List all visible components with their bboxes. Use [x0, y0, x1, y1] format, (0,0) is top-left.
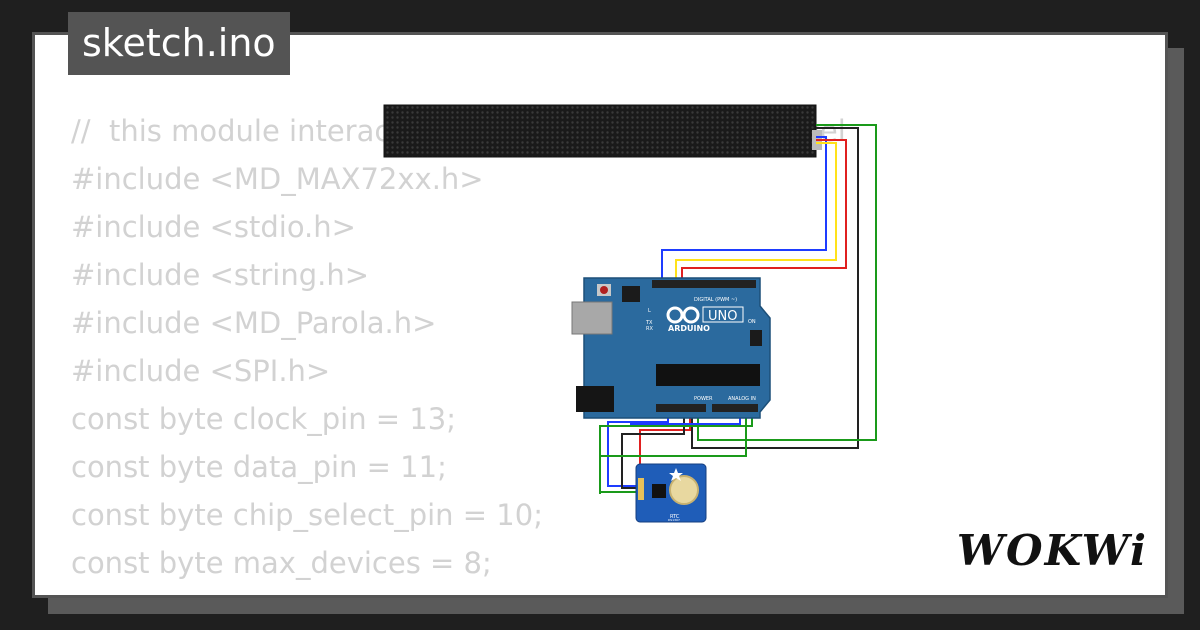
on-label: ON [748, 319, 756, 325]
rtc-label: RTC [670, 514, 680, 520]
wire-yellow-matrix [675, 142, 837, 282]
icsp-header [622, 286, 640, 302]
led-matrix-display[interactable] [383, 104, 822, 158]
coin-cell-battery [669, 475, 699, 505]
wire-green-rtc-2 [599, 412, 747, 494]
atmega-chip [656, 364, 760, 386]
arduino-logo [666, 306, 700, 324]
code-line-11: #include <Wire.h> [71, 587, 846, 595]
file-name-tab: sketch.ino [68, 12, 290, 75]
wire-red-matrix [681, 139, 847, 282]
code-line-4: #include <string.h> [71, 258, 370, 292]
code-line-9: const byte chip_select_pin = 10; [71, 498, 543, 532]
code-line-3: #include <stdio.h> [71, 210, 356, 244]
analog-label: ANALOG IN [728, 396, 756, 402]
rtc-ds1307-module[interactable]: RTC DS1307 [635, 463, 707, 523]
power-label: POWER [694, 396, 713, 402]
wokwi-logo: WOKWi [956, 526, 1148, 575]
wire-black-matrix [691, 127, 859, 449]
wire-green-rtc-1 [599, 412, 753, 493]
power-jack [576, 386, 614, 412]
tx-label: TX [645, 320, 653, 326]
digital-label: DIGITAL (PWM ~) [694, 297, 737, 303]
board-brand-label: ARDUINO [668, 324, 710, 333]
star-logo [669, 468, 683, 481]
code-line-2: #include <MD_MAX72xx.h> [71, 162, 484, 196]
wire-green-matrix [697, 124, 877, 441]
code-line-5: #include <MD_Parola.h> [71, 306, 437, 340]
usb-port [571, 301, 613, 335]
digital-header [652, 280, 756, 288]
code-line-10: const byte max_devices = 8; [71, 546, 492, 580]
code-line-8: const byte data_pin = 11; [71, 450, 447, 484]
code-line-7: const byte clock_pin = 13; [71, 402, 457, 436]
power-header [656, 404, 706, 412]
l-label: L [648, 308, 651, 314]
analog-header [712, 404, 758, 412]
rx-label: RX [646, 326, 653, 332]
wire-blue-matrix [661, 136, 827, 282]
code-line-6: #include <SPI.h> [71, 354, 331, 388]
rtc-chip-label: DS1307 [668, 518, 680, 522]
wires [599, 124, 877, 494]
rtc-pin-header [638, 478, 644, 500]
board-model-label: UNO [708, 309, 737, 324]
rtc-chip [652, 484, 666, 498]
arduino-uno-board[interactable]: ARDUINO UNO DIGITAL (PWM ~) POWER ANALOG… [571, 277, 771, 419]
